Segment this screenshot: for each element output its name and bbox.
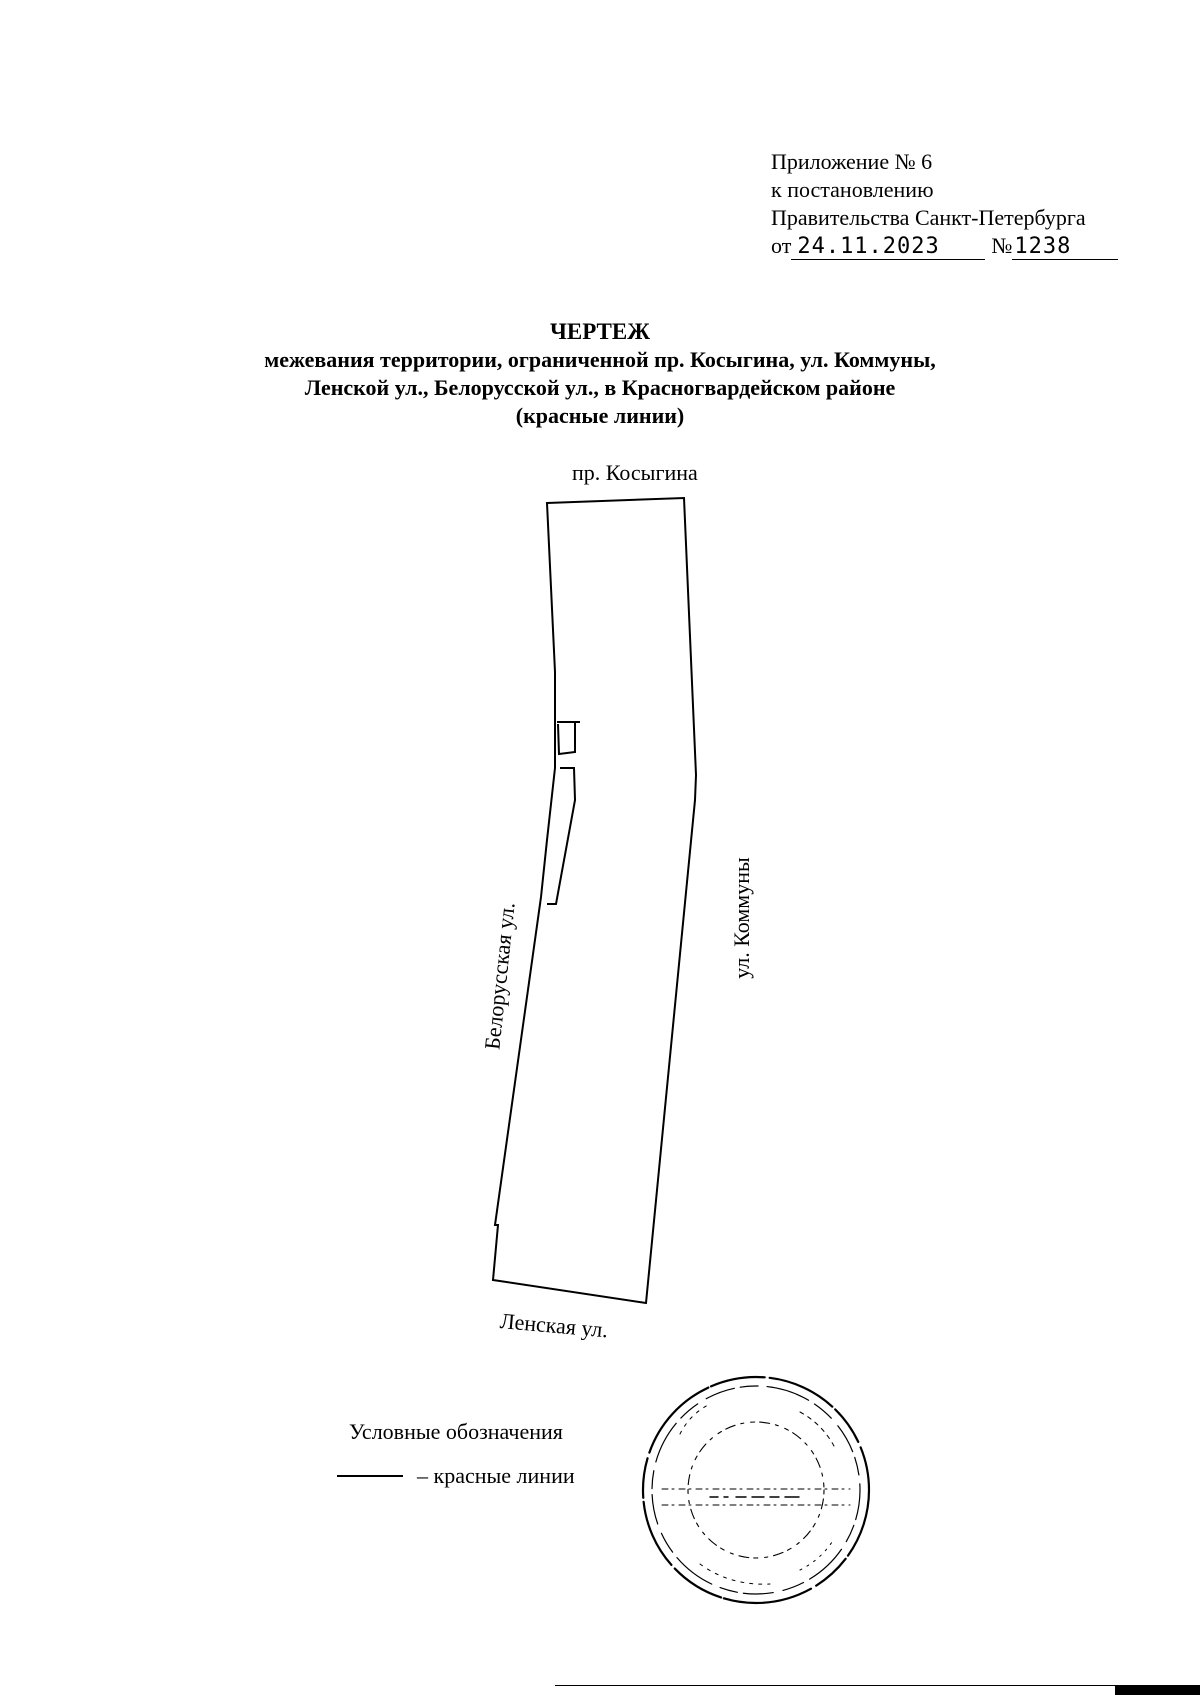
decree-date: 24.11.2023 <box>791 235 986 260</box>
legend-item-red-lines: – красные линии <box>337 1463 575 1489</box>
legend-item-label: – красные линии <box>417 1463 575 1488</box>
bottom-rule <box>555 1685 1115 1686</box>
street-label-belorusskaya: Белорусская ул. <box>479 901 520 1051</box>
title-line-3: Ленской ул., Белорусской ул., в Красногв… <box>304 375 896 400</box>
official-seal-stamp <box>641 1375 871 1605</box>
document-title: ЧЕРТЕЖ межевания территории, ограниченно… <box>0 318 1200 430</box>
title-line-2: межевания территории, ограниченной пр. К… <box>264 347 936 372</box>
title-main: ЧЕРТЕЖ <box>550 319 650 344</box>
appendix-line-3: Правительства Санкт-Петербурга <box>771 205 1086 230</box>
territory-boundary <box>491 496 698 1305</box>
parcel-strip-lower <box>547 767 577 905</box>
street-label-kommuny: ул. Коммуны <box>729 857 754 979</box>
bottom-scan-mark <box>1115 1685 1200 1695</box>
decree-number: 1238 <box>1012 235 1119 260</box>
parcel-notch-upper <box>557 721 580 756</box>
legend-line-swatch <box>337 1475 403 1477</box>
appendix-header: Приложение № 6 к постановлению Правитель… <box>771 148 1119 260</box>
date-prefix: от <box>771 233 792 258</box>
legend-title: Условные обозначения <box>349 1419 563 1444</box>
street-label-lenskaya: Ленская ул. <box>498 1308 610 1343</box>
appendix-line-1: Приложение № 6 <box>771 149 933 174</box>
title-line-4: (красные линии) <box>515 403 685 428</box>
appendix-line-2: к постановлению <box>771 177 934 202</box>
street-label-kosygina: пр. Косыгина <box>572 460 698 485</box>
number-sign: № <box>991 233 1013 258</box>
